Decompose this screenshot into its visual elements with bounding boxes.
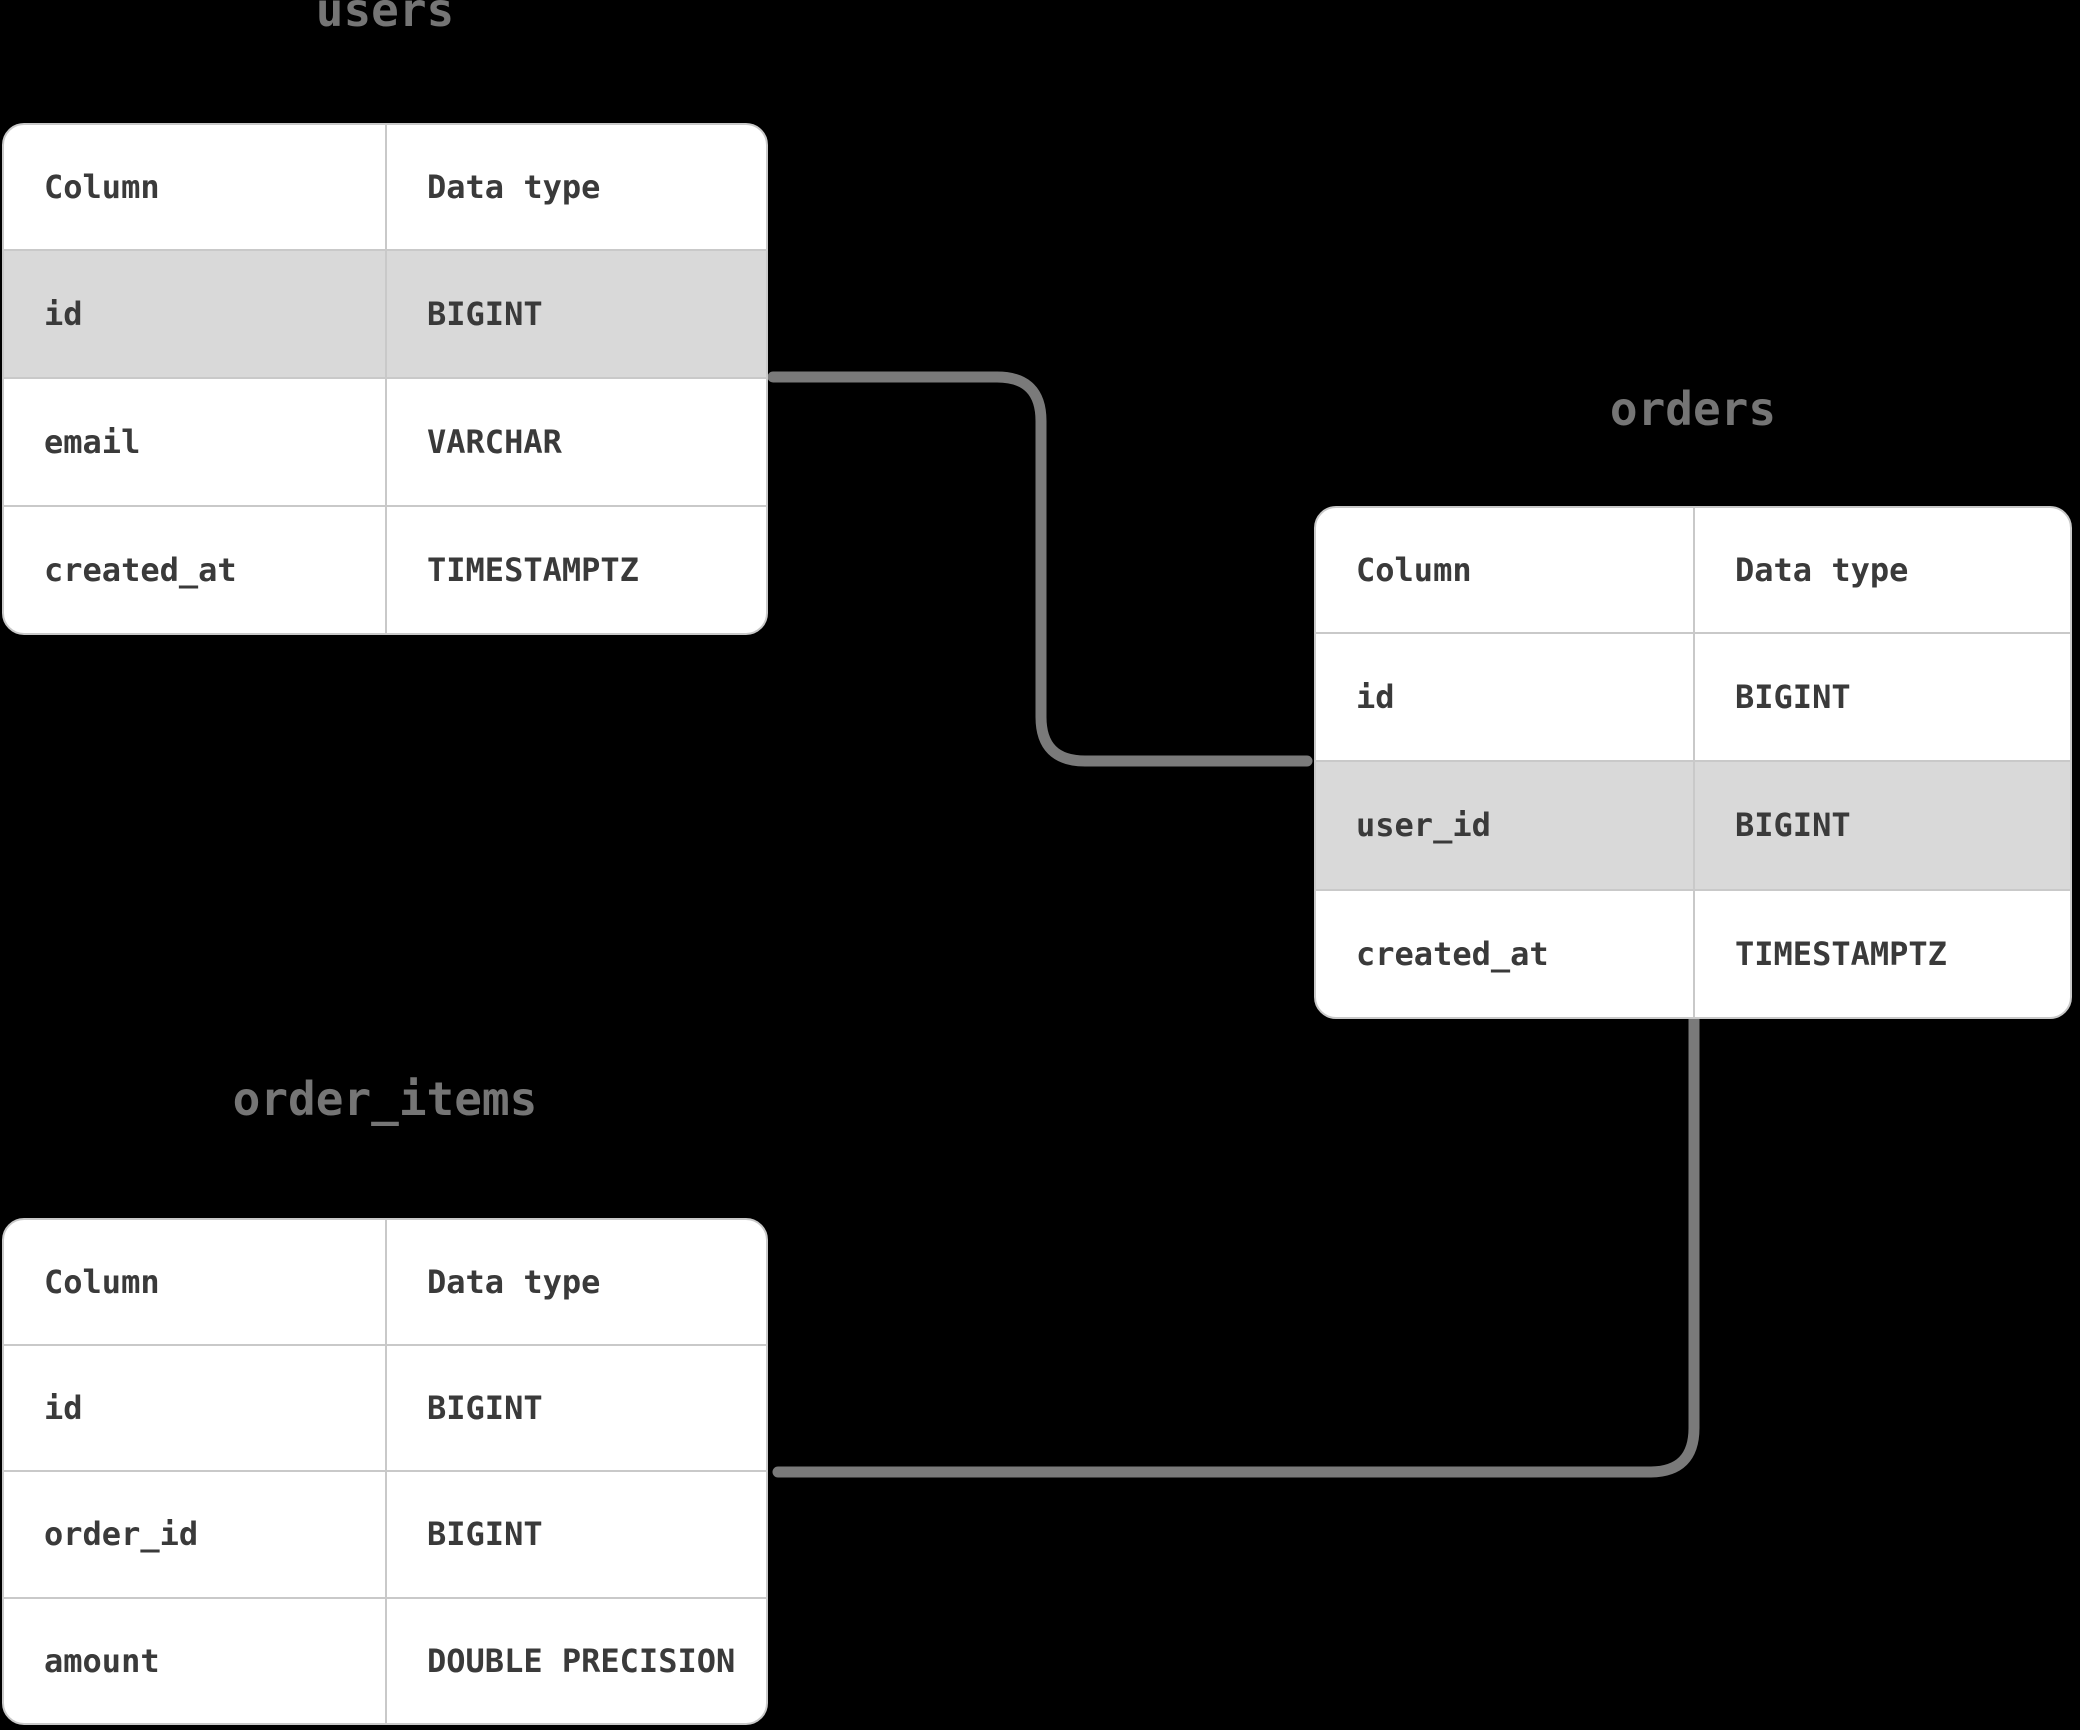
datatype-header-cell: Data type [1693,508,2070,632]
table-header-row: Column Data type [1316,508,2070,632]
data-type-cell: VARCHAR [385,379,766,505]
table-row-order-items-order-id: order_id BIGINT [4,1470,766,1597]
column-header-cell: Column [44,1263,160,1301]
table-row-users-id: id BIGINT [4,249,766,377]
data-type-cell: BIGINT [385,1472,766,1597]
table-row-users-email: email VARCHAR [4,377,766,505]
table-row-orders-created-at: created_at TIMESTAMPTZ [1316,888,2070,1017]
table-row-order-items-id: id BIGINT [4,1344,766,1471]
datatype-header-cell: Data type [385,1220,766,1344]
table-header-row: Column Data type [4,125,766,249]
data-type-cell: TIMESTAMPTZ [385,507,766,633]
table-row-orders-id: id BIGINT [1316,632,2070,761]
table-card-order-items: Column Data type id BIGINT order_id BIGI… [2,1218,768,1725]
data-type-cell: BIGINT [1693,634,2070,761]
data-type-cell: BIGINT [385,251,766,377]
table-title-users: users [315,0,455,37]
column-name-cell: id [44,295,83,333]
table-row-order-items-amount: amount DOUBLE PRECISION [4,1596,766,1723]
table-row-users-created-at: created_at TIMESTAMPTZ [4,505,766,633]
column-name-cell: created_at [44,551,237,589]
table-title-order-items: order_items [232,1072,538,1126]
data-type-cell: TIMESTAMPTZ [1693,890,2070,1017]
column-header-cell: Column [44,168,160,206]
column-name-cell: id [1356,678,1395,717]
relation-line-orders-order-items [772,1013,1700,1478]
table-card-orders: Column Data type id BIGINT user_id BIGIN… [1314,506,2072,1019]
column-name-cell: amount [44,1641,160,1680]
column-name-cell: id [44,1389,83,1428]
data-type-cell: BIGINT [385,1346,766,1471]
column-name-cell: user_id [1356,806,1491,845]
column-name-cell: email [44,423,141,461]
relation-line-users-orders [767,371,1313,767]
column-name-cell: created_at [1356,934,1549,973]
column-name-cell: order_id [44,1515,199,1554]
column-header-cell: Column [1356,551,1472,589]
data-type-cell: DOUBLE PRECISION [385,1598,766,1723]
data-type-cell: BIGINT [1693,762,2070,889]
table-header-row: Column Data type [4,1220,766,1344]
table-row-orders-user-id: user_id BIGINT [1316,760,2070,889]
table-card-users: Column Data type id BIGINT email VARCHAR… [2,123,768,635]
table-title-orders: orders [1609,382,1777,436]
datatype-header-cell: Data type [385,125,766,249]
